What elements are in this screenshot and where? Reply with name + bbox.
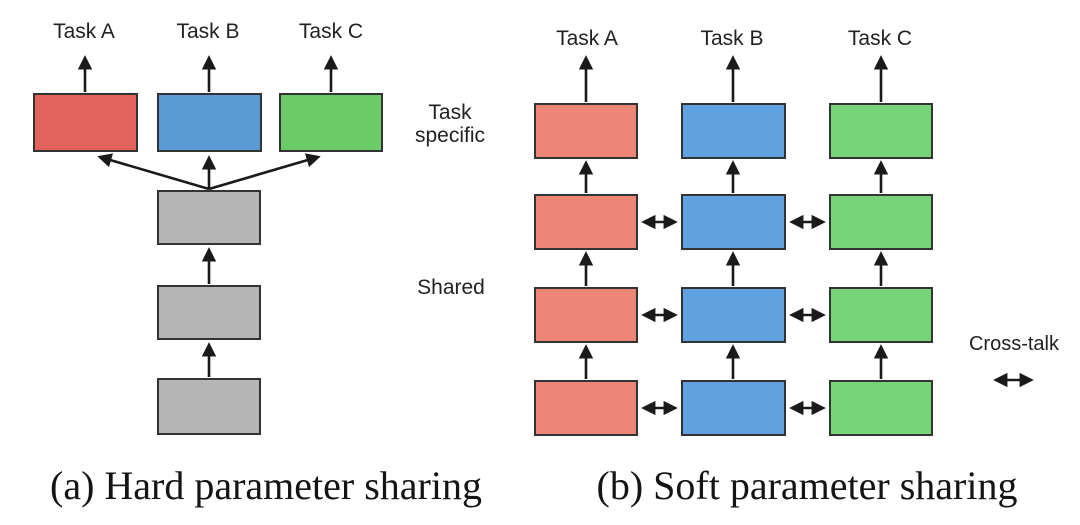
soft-b-layer-1 — [681, 103, 786, 159]
soft-a-layer-4 — [534, 380, 638, 436]
soft-task-c-label: Task C — [847, 27, 913, 50]
shared-layer-3 — [157, 378, 261, 435]
cross-talk-label: Cross-talk — [968, 333, 1060, 355]
soft-panel-caption: (b) Soft parameter sharing — [596, 463, 1018, 508]
task-specific-label: Task specific — [415, 101, 485, 147]
soft-task-a-label: Task A — [556, 27, 618, 50]
soft-b-layer-4 — [681, 380, 786, 436]
soft-b-layer-2 — [681, 194, 786, 250]
shared-label: Shared — [417, 276, 485, 299]
shared-layer-1 — [157, 190, 261, 245]
task-specific-line2: specific — [414, 124, 486, 147]
fan-arrow-right — [208, 153, 321, 191]
soft-c-layer-4 — [829, 380, 933, 436]
soft-a-layer-1 — [534, 103, 638, 159]
soft-c-layer-2 — [829, 194, 933, 250]
fan-arrow-left — [97, 153, 210, 191]
shared-layer-2 — [157, 285, 261, 340]
soft-c-layer-1 — [829, 103, 933, 159]
hard-task-c-layer — [279, 93, 383, 152]
hard-panel-caption: (a) Hard parameter sharing — [50, 463, 482, 508]
soft-a-layer-2 — [534, 194, 638, 250]
soft-c-layer-3 — [829, 287, 933, 343]
soft-task-b-label: Task B — [700, 27, 764, 50]
hard-task-b-layer — [157, 93, 262, 152]
hard-task-c-label: Task C — [298, 20, 364, 43]
hard-task-b-label: Task B — [176, 20, 240, 43]
task-specific-line1: Task — [428, 101, 472, 124]
soft-a-layer-3 — [534, 287, 638, 343]
hard-task-a-layer — [33, 93, 138, 152]
soft-b-layer-3 — [681, 287, 786, 343]
hard-task-a-label: Task A — [53, 20, 115, 43]
